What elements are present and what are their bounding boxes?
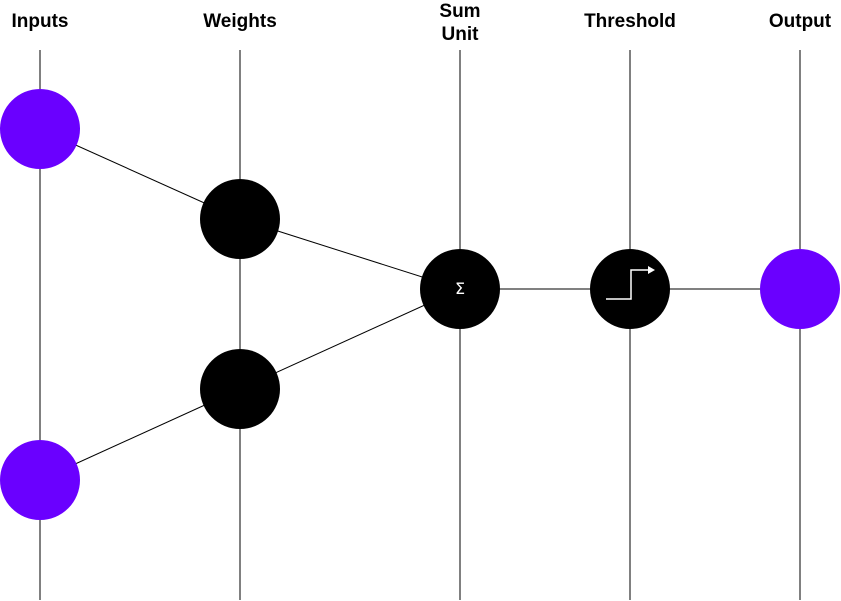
- sum-symbol: Σ: [455, 279, 465, 298]
- sum-node: [420, 249, 500, 329]
- edge-weight2-sum: [239, 288, 461, 390]
- column-label-output: Output: [768, 11, 832, 32]
- threshold-node: [590, 249, 670, 329]
- step-function-icon: [606, 266, 655, 300]
- output-node: [760, 249, 840, 329]
- column-label-inputs: Inputs: [11, 11, 69, 32]
- column-label-weights: Weights: [203, 11, 277, 32]
- weight-node-1: [200, 179, 280, 259]
- input-node-1: [0, 89, 80, 169]
- column-label-sum-unit: Sum Unit: [439, 1, 481, 45]
- input-node-2: [0, 440, 80, 520]
- column-label-threshold: Threshold: [584, 11, 676, 32]
- weight-node-2: [200, 349, 280, 429]
